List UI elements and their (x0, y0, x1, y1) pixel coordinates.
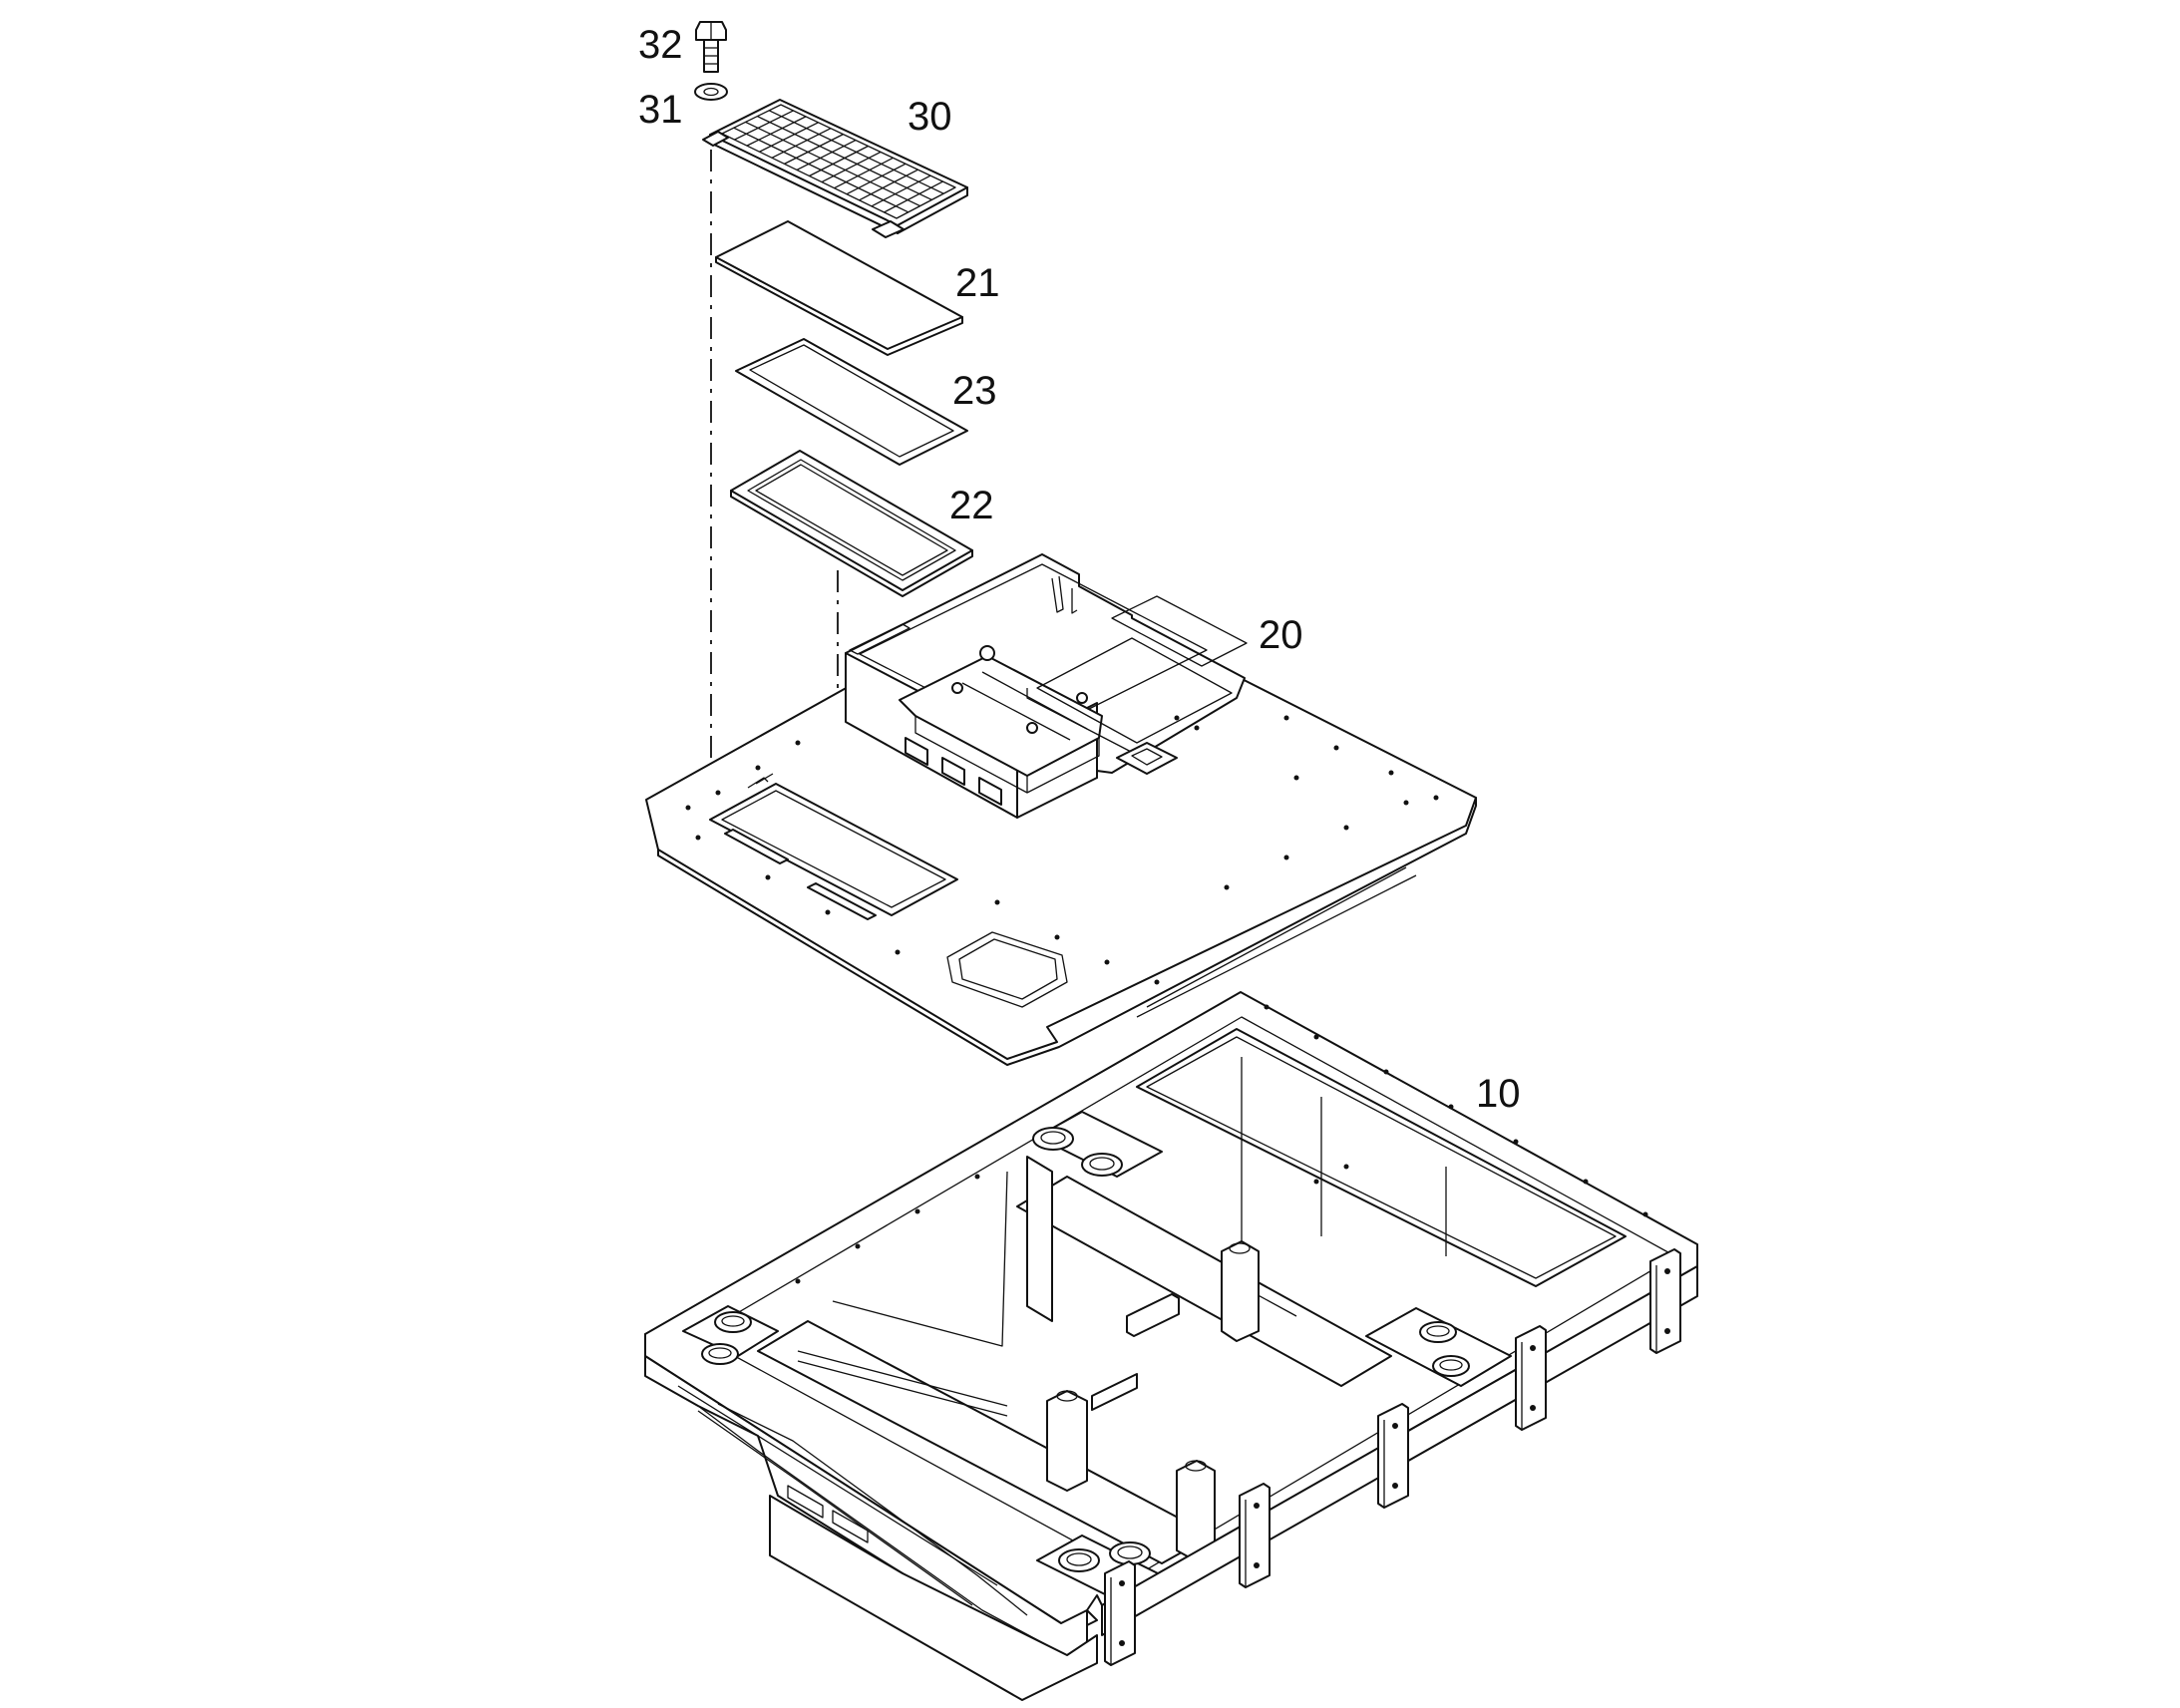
fastener-dot-21 (1194, 725, 1200, 731)
fastener-dot-17 (1283, 854, 1289, 860)
fastener-dot-19 (1403, 800, 1409, 806)
rivet-dot-11 (1313, 1179, 1319, 1185)
rivet-dot-12 (1343, 1164, 1349, 1170)
fastener-dot-10 (825, 909, 831, 915)
rivet-dot-7 (974, 1174, 980, 1180)
leg-bracket-1 (1239, 1483, 1271, 1588)
fastener-dot-14 (1104, 959, 1110, 965)
fastener-dot-4 (1283, 715, 1289, 721)
gasket-part-23 (735, 338, 968, 466)
fastener-dot-13 (1054, 934, 1060, 940)
rivet-dot-5 (1583, 1179, 1589, 1185)
rivet-dot-8 (914, 1208, 920, 1214)
rivet-dot-3 (1448, 1104, 1454, 1110)
fastener-dot-3 (795, 740, 801, 746)
callout-23: 23 (952, 369, 997, 413)
callout-22: 22 (949, 484, 994, 527)
fastener-dot-20 (1174, 715, 1180, 721)
rivet-dot-10 (795, 1278, 801, 1284)
rivet-dot-2 (1383, 1069, 1389, 1075)
rivet-dot-1 (1313, 1034, 1319, 1040)
fastener-dot-6 (1388, 770, 1394, 776)
fastener-dot-7 (1433, 795, 1439, 801)
callout-21: 21 (955, 261, 1000, 305)
leg-bracket-0 (1104, 1560, 1136, 1666)
fastener-dot-22 (1293, 775, 1299, 781)
callout-10: 10 (1476, 1072, 1521, 1116)
callout-30: 30 (908, 95, 952, 139)
callout-20: 20 (1259, 613, 1303, 657)
bolt-part-32 (695, 21, 727, 73)
leg-bracket-4 (1649, 1248, 1681, 1354)
fastener-dot-2 (755, 765, 761, 771)
rivet-dot-6 (1642, 1211, 1648, 1217)
rivet-dot-0 (1264, 1004, 1270, 1010)
frame-seal-part-22 (730, 450, 973, 597)
floor-plate-part-20 (645, 553, 1477, 1066)
fastener-dot-0 (685, 805, 691, 811)
fastener-dot-9 (765, 874, 771, 880)
fastener-dot-8 (695, 835, 701, 841)
grating-part-30 (702, 99, 968, 238)
fastener-dot-12 (994, 899, 1000, 905)
fastener-dot-18 (1343, 825, 1349, 831)
fastener-dot-1 (715, 790, 721, 796)
fastener-dot-16 (1224, 884, 1230, 890)
leg-bracket-2 (1377, 1403, 1409, 1509)
callout-31: 31 (638, 88, 683, 132)
rivet-dot-4 (1513, 1139, 1519, 1145)
rivet-dot-9 (855, 1243, 861, 1249)
leg-bracket-3 (1515, 1325, 1547, 1431)
fastener-dot-15 (1154, 979, 1160, 985)
washer-part-31 (694, 83, 728, 101)
fastener-dot-11 (895, 949, 901, 955)
callout-32: 32 (638, 23, 683, 67)
panel-part-21 (715, 220, 963, 356)
fastener-dot-5 (1333, 745, 1339, 751)
base-frame-part-10 (644, 991, 1698, 1701)
